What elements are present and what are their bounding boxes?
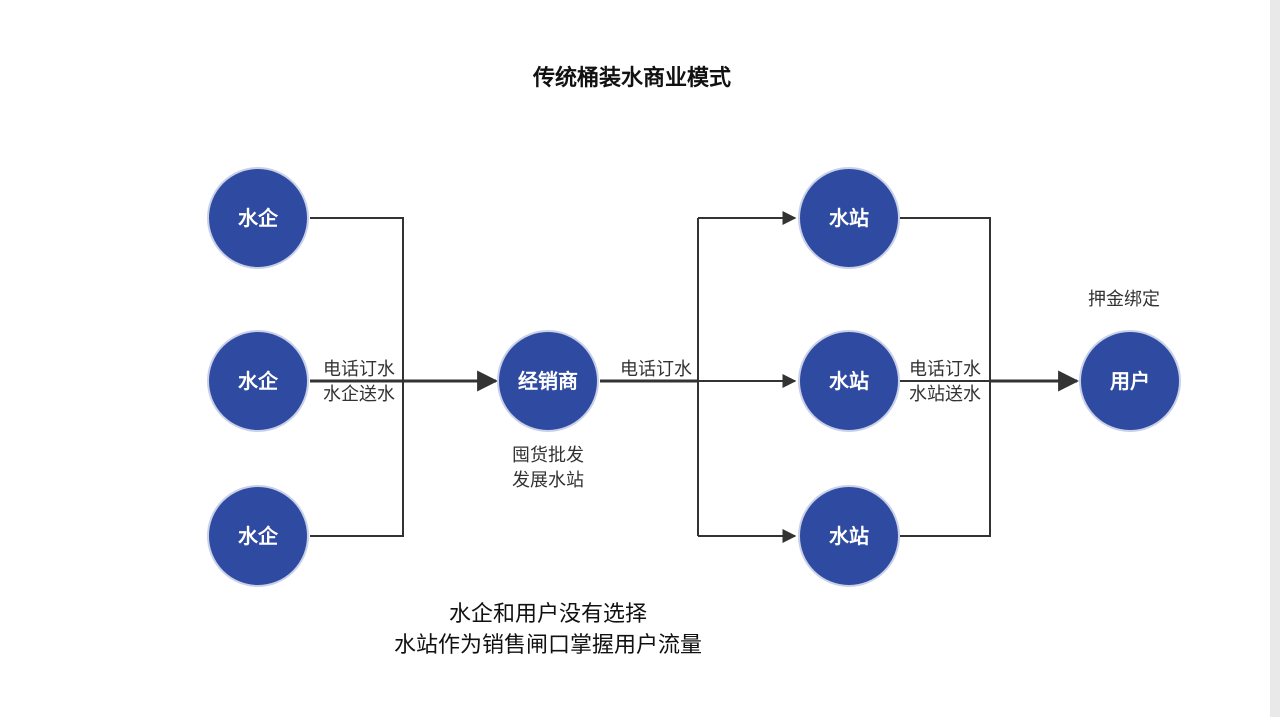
enterprise-connectors (310, 217, 499, 537)
station-bracket-line (900, 217, 991, 537)
distributor-note-line-1: 囤货批发 (512, 445, 584, 466)
distributor-connectors (600, 211, 797, 543)
enterprise-bracket-line (310, 217, 404, 537)
node-enterprise-3: 水企 (207, 485, 309, 587)
node-enterprise-2-label: 水企 (238, 369, 279, 393)
node-enterprise-1-label: 水企 (238, 206, 279, 230)
edge-label-phone-order-2: 电话订水 (620, 359, 692, 380)
distributor-note-line-2: 发展水站 (512, 470, 584, 491)
node-station-2: 水站 (798, 330, 900, 432)
summary-line-2: 水站作为销售闸口掌握用户流量 (394, 633, 702, 658)
node-user: 用户 (1079, 330, 1181, 432)
node-station-1-label: 水站 (829, 206, 869, 230)
user-note: 押金绑定 (1088, 289, 1160, 310)
node-user-label: 用户 (1110, 369, 1150, 393)
scrollbar-strip (1270, 0, 1280, 717)
node-station-2-label: 水站 (829, 369, 869, 393)
node-enterprise-3-label: 水企 (238, 524, 279, 548)
diagram-title: 传统桶装水商业模式 (532, 65, 731, 91)
edge-label-station-delivery: 水站送水 (909, 384, 981, 405)
edge-label-phone-order-3: 电话订水 (909, 359, 981, 380)
edge-label-phone-order-1: 电话订水 (323, 359, 395, 380)
node-distributor-label: 经销商 (518, 369, 578, 393)
node-station-1: 水站 (798, 167, 900, 269)
node-enterprise-2: 水企 (207, 330, 309, 432)
node-distributor: 经销商 (497, 330, 599, 432)
edge-label-enterprise-delivery: 水企送水 (323, 384, 395, 405)
node-station-3-label: 水站 (829, 524, 869, 548)
node-station-3: 水站 (798, 485, 900, 587)
station-connectors (900, 217, 1080, 537)
node-enterprise-1: 水企 (207, 167, 309, 269)
summary-line-1: 水企和用户没有选择 (449, 602, 647, 627)
